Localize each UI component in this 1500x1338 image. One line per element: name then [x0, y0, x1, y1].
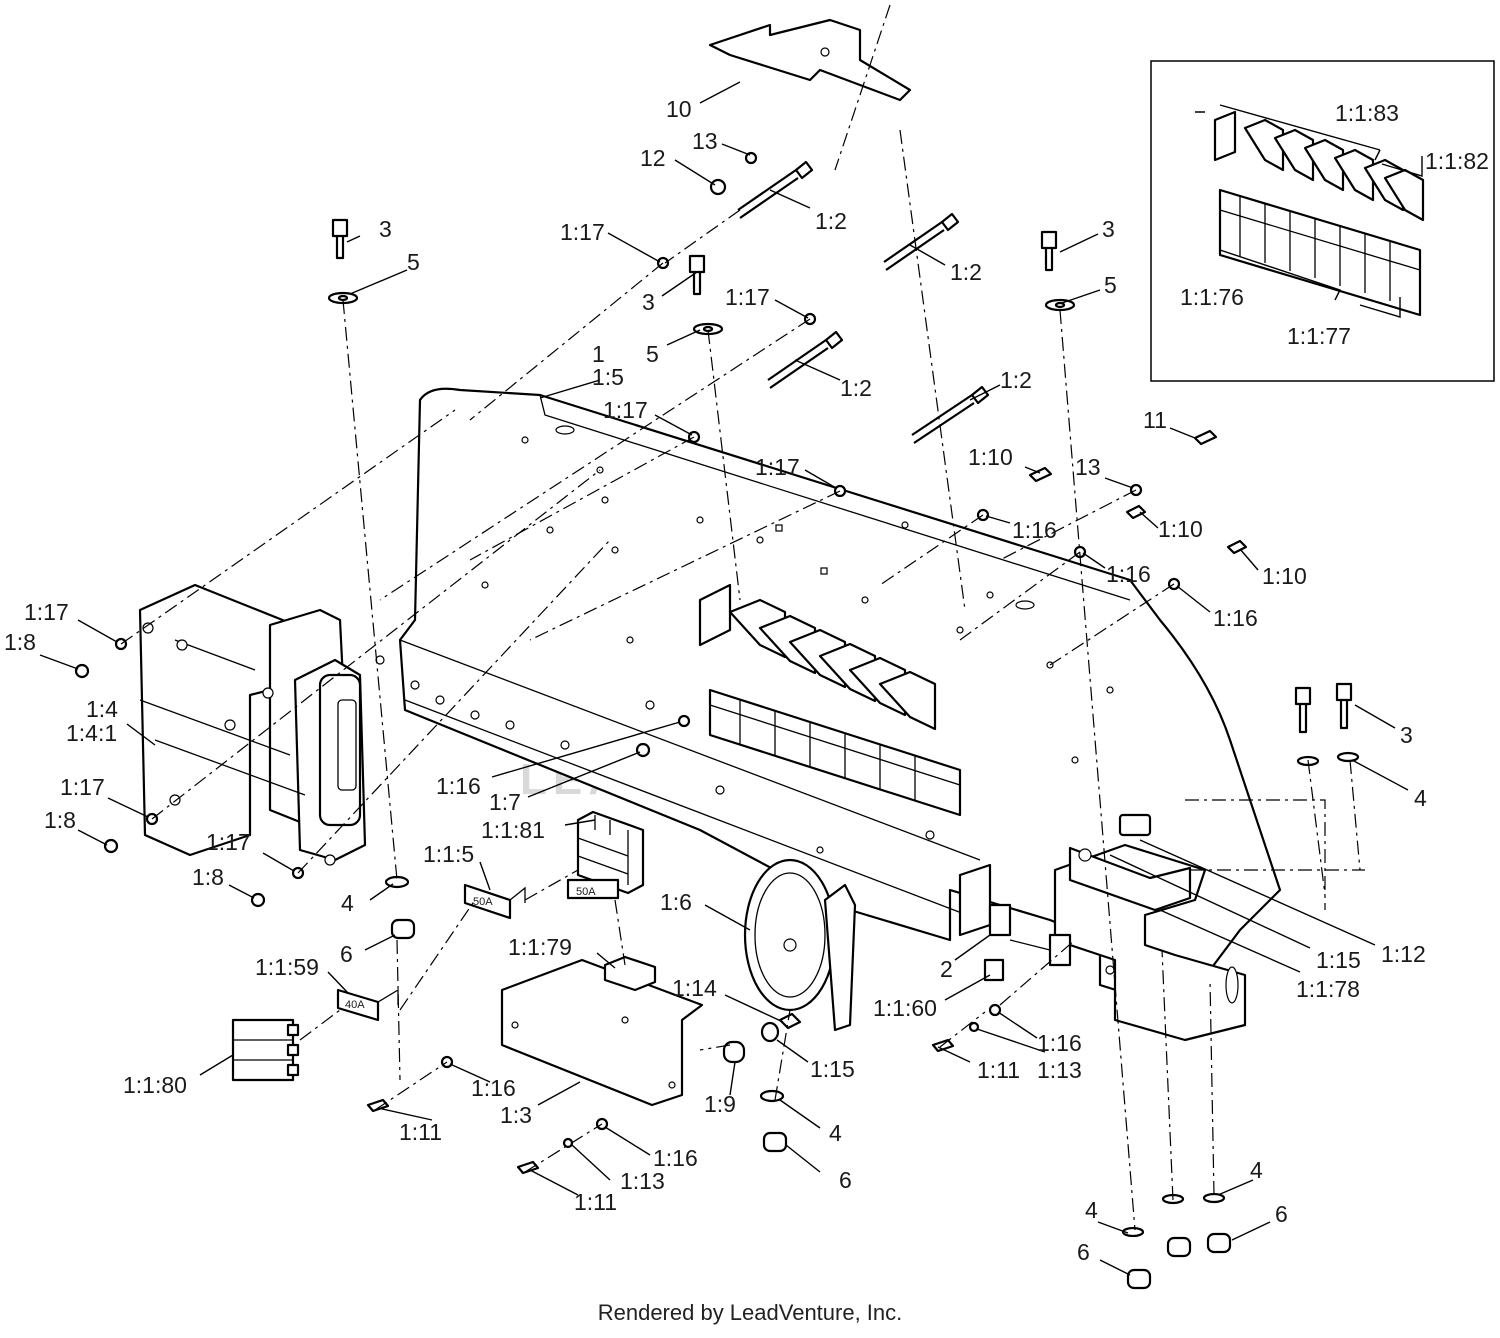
callout-11: 11: [1143, 407, 1167, 433]
callout-13: 13: [1075, 454, 1101, 480]
callout-1-11: 1:11: [977, 1057, 1020, 1083]
fuse-label-40a: 40A: [345, 999, 365, 1011]
callout-1-1-83: 1:1:83: [1335, 100, 1399, 126]
horn: [743, 858, 857, 1032]
callout-1-8: 1:8: [4, 629, 36, 655]
callout-1-15: 1:15: [1316, 947, 1361, 973]
callout-leaders: [39, 81, 1409, 1276]
top-bracket: [708, 18, 912, 102]
main-panel: [375, 387, 1282, 1012]
callout-12: 12: [640, 145, 666, 171]
callout-1-1-79: 1:1:79: [508, 934, 572, 960]
fuse-40a: 40A: [336, 988, 399, 1022]
callout-4: 4: [1414, 785, 1427, 811]
callout-1-17: 1:17: [206, 829, 251, 855]
callout-1-16: 1:16: [653, 1145, 698, 1171]
callout-1-6: 1:6: [660, 889, 692, 915]
callout-1-8: 1:8: [44, 807, 76, 833]
callout-1-11: 1:11: [574, 1189, 617, 1215]
relay-detail-inset: [1150, 60, 1495, 382]
callout-1-1-80: 1:1:80: [123, 1072, 187, 1098]
callout-1-8: 1:8: [192, 864, 224, 890]
callout-1-16: 1:16: [1106, 561, 1151, 587]
callout-6: 6: [1077, 1239, 1090, 1265]
callout-4: 4: [1085, 1197, 1098, 1223]
callout-1-17: 1:17: [755, 454, 800, 480]
callout-5: 5: [407, 249, 420, 275]
callout-6: 6: [340, 941, 353, 967]
callout-1-9: 1:9: [704, 1091, 736, 1117]
callout-labels: 10 13 12 1:2 1:17 3 5 3 1:2 1:17 5 3 5 1…: [4, 96, 1489, 1265]
callout-5: 5: [646, 341, 659, 367]
callout-1-12: 1:12: [1381, 941, 1426, 967]
callout-1-16: 1:16: [1213, 605, 1258, 631]
callout-1-17: 1:17: [60, 774, 105, 800]
callout-1-11: 1:11: [399, 1119, 442, 1145]
callout-10: 10: [666, 96, 692, 122]
callout-1-1-76: 1:1:76: [1180, 284, 1244, 310]
callout-1-13: 1:13: [1037, 1057, 1082, 1083]
fuse-holder-stack: 50A: [566, 810, 645, 900]
callout-1-2: 1:2: [840, 375, 872, 401]
controller-module: [138, 583, 367, 866]
relay-stack-small: [231, 1018, 300, 1082]
callout-1-14: 1:14: [672, 975, 717, 1001]
callout-1-5: 1:5: [592, 364, 624, 390]
callout-1-1-77: 1:1:77: [1287, 323, 1351, 349]
callout-3: 3: [379, 216, 392, 242]
footer-credit: Rendered by LeadVenture, Inc.: [597, 1300, 903, 1325]
callout-5: 5: [1104, 272, 1117, 298]
callout-1-16: 1:16: [436, 773, 481, 799]
callout-1-1-78: 1:1:78: [1296, 976, 1360, 1002]
callout-1-1-59: 1:1:59: [255, 954, 319, 980]
callout-1-2: 1:2: [1000, 367, 1032, 393]
callout-3: 3: [642, 289, 655, 315]
callout-4: 4: [1250, 1157, 1263, 1183]
fuse-label-50a-2: 50A: [576, 886, 596, 898]
callout-13: 13: [692, 128, 718, 154]
fasteners: [74, 151, 1360, 1290]
callout-1-13: 1:13: [620, 1168, 665, 1194]
callout-3: 3: [1102, 216, 1115, 242]
callout-1-4: 1:4: [86, 696, 118, 722]
cover-plate: [500, 955, 704, 1107]
callout-1-17: 1:17: [24, 599, 69, 625]
callout-1-10: 1:10: [968, 444, 1013, 470]
callout-6: 6: [839, 1167, 852, 1193]
callout-6: 6: [1275, 1201, 1288, 1227]
callout-1-2: 1:2: [950, 259, 982, 285]
callout-1: 1: [592, 341, 605, 367]
callout-1-1-60: 1:1:60: [873, 995, 937, 1021]
callout-1-1-82: 1:1:82: [1425, 148, 1489, 174]
callout-1-15: 1:15: [810, 1056, 855, 1082]
fuse-label-50a-1: 50A: [473, 896, 493, 908]
callout-3: 3: [1400, 722, 1413, 748]
callout-1-10: 1:10: [1262, 563, 1307, 589]
relay-bank: [698, 583, 962, 817]
right-bracket: [1053, 813, 1247, 1042]
switch-parts: [958, 863, 1072, 982]
fuse-50a: 50A: [463, 883, 526, 920]
assembly-center-lines: [120, 4, 1365, 1231]
callout-1-7: 1:7: [489, 789, 521, 815]
callout-4: 4: [341, 890, 354, 916]
callout-1-1-5: 1:1:5: [423, 841, 474, 867]
callout-2: 2: [940, 956, 953, 982]
callout-1-16: 1:16: [1037, 1030, 1082, 1056]
callout-1-1-81: 1:1:81: [481, 817, 545, 843]
callout-1-17: 1:17: [560, 219, 605, 245]
callout-1-17: 1:17: [603, 397, 648, 423]
callout-1-4-1: 1:4:1: [66, 720, 117, 746]
callout-1-2: 1:2: [815, 208, 847, 234]
callout-1-16: 1:16: [471, 1075, 516, 1101]
callout-4: 4: [829, 1120, 842, 1146]
callout-1-17: 1:17: [725, 284, 770, 310]
inset-relay-row: [1213, 110, 1425, 317]
callout-1-3: 1:3: [500, 1102, 532, 1128]
callout-1-16: 1:16: [1012, 517, 1057, 543]
callout-1-10: 1:10: [1158, 516, 1203, 542]
